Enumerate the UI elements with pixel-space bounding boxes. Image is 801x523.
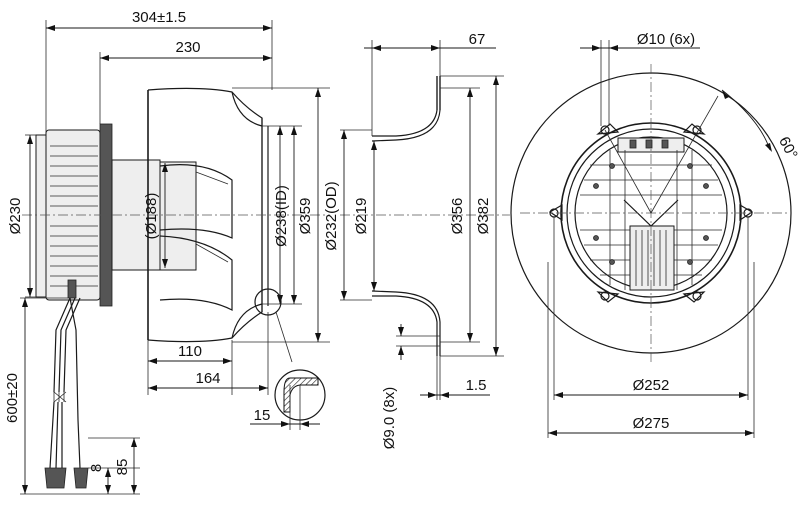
inlet-ring-view	[340, 40, 510, 400]
dim-front-diameters	[547, 217, 755, 438]
label-ring-inlet-od: Ø232(OD)	[323, 181, 340, 250]
label-cable-strip-short: 8	[88, 464, 105, 472]
dim-motor-diameter	[25, 134, 36, 298]
label-ring-thickness: 1.5	[466, 377, 487, 394]
dim-cable	[20, 297, 140, 495]
label-motor-diameter: Ø230	[7, 198, 24, 235]
dim-rotor-diameter	[162, 163, 168, 268]
front-view	[510, 40, 792, 438]
label-overall-length: 304±1.5	[132, 9, 186, 26]
label-ring-bore: Ø356	[449, 198, 466, 235]
label-mount-holes: Ø9.0 (8x)	[381, 387, 398, 450]
dim-mount-holes	[396, 324, 440, 360]
angle-indicator	[604, 89, 772, 214]
dim-body-length	[99, 52, 272, 124]
label-cable-strip-long: 85	[114, 459, 131, 476]
label-motor-holes: Ø10 (6x)	[637, 31, 695, 48]
inlet-ring	[371, 76, 441, 356]
dim-impeller	[232, 87, 330, 343]
label-ring-inlet: Ø219	[353, 198, 370, 235]
dim-ring-diameters	[340, 75, 504, 357]
dim-ring-depth	[364, 40, 496, 136]
label-detail-depth: 15	[254, 407, 271, 424]
label-hub-depth: 110	[178, 343, 202, 360]
label-bolt-circle: Ø252	[633, 377, 670, 394]
label-impeller-inner: Ø238(ID)	[273, 185, 290, 247]
dim-overall-length	[45, 20, 273, 135]
mounting-lugs	[548, 123, 754, 303]
dim-ring-thickness	[420, 356, 490, 400]
dim-hub-depth	[147, 312, 269, 395]
label-impeller-outer: Ø359	[297, 198, 314, 235]
dim-motor-holes	[580, 40, 700, 126]
label-rotor-diameter: (Ø188)	[143, 193, 160, 240]
label-cable-length: 600±20	[4, 373, 21, 423]
label-blade-depth: 164	[195, 370, 220, 387]
label-ring-depth: 67	[469, 31, 486, 48]
label-body-length: 230	[175, 39, 200, 56]
labels: 304±1.5 230 Ø230 (Ø188) Ø238(ID) Ø359 11…	[4, 9, 801, 475]
label-ring-outer: Ø382	[475, 198, 492, 235]
cable	[44, 279, 89, 489]
detail-callout	[250, 288, 326, 430]
label-plate-diameter: Ø275	[633, 415, 670, 432]
side-view	[20, 20, 330, 495]
